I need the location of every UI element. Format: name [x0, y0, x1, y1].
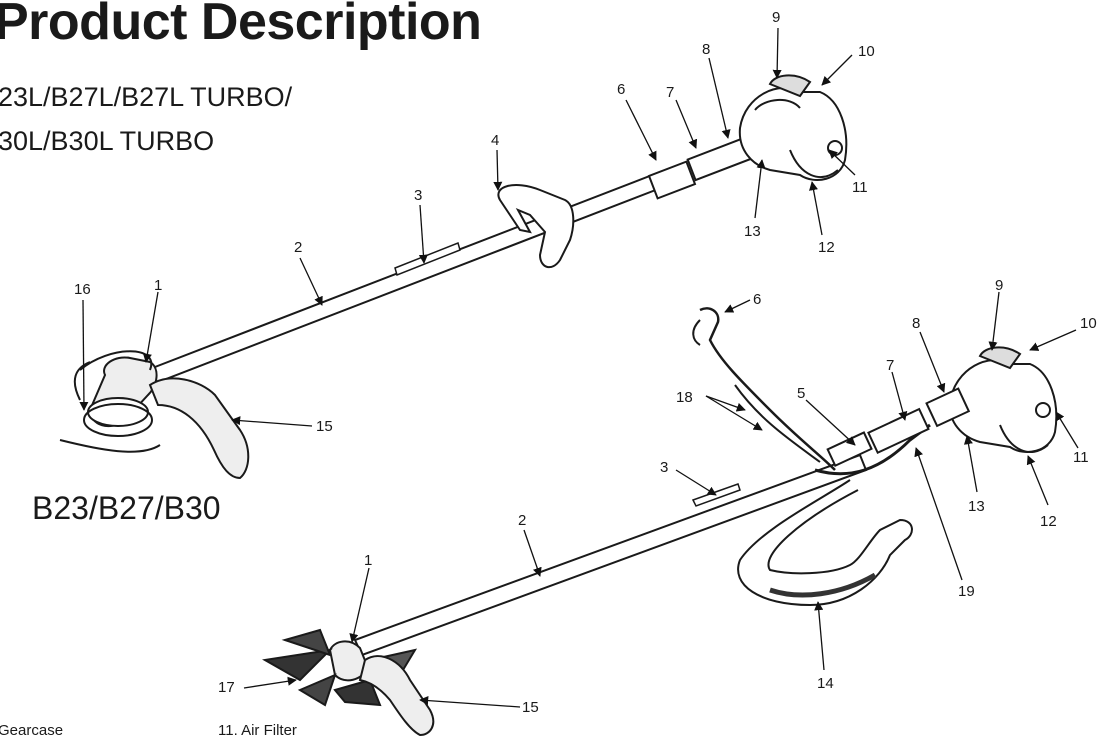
- callout-upper-3: 3: [414, 187, 422, 204]
- callout-upper-11: 11: [852, 179, 868, 196]
- callout-lower-13: 13: [968, 498, 985, 515]
- callout-lower-10: 10: [1080, 315, 1097, 332]
- callout-upper-6: 6: [617, 81, 625, 98]
- lower-model-label: B23/B27/B30: [32, 490, 221, 526]
- model-line-1: 23L/B27L/B27L TURBO/: [0, 82, 293, 112]
- callout-lower-8: 8: [912, 315, 920, 332]
- callout-lower-15: 15: [522, 699, 539, 716]
- callout-lower-7: 7: [886, 357, 894, 374]
- callout-upper-9: 9: [772, 9, 780, 26]
- page-title: Product Description: [0, 0, 482, 51]
- callout-upper-1: 1: [154, 277, 162, 294]
- callout-upper-2: 2: [294, 239, 302, 256]
- callouts-lower: 1 2 3 5 6 7 8 9 10 11 12 13 14 15 17 18 …: [218, 277, 1097, 716]
- callout-lower-19: 19: [958, 583, 975, 600]
- upper-trimmer-illustration: [59, 74, 848, 480]
- callout-lower-9: 9: [995, 277, 1003, 294]
- lower-harness: [737, 479, 913, 607]
- upper-clamp: [647, 160, 697, 200]
- upper-shaft: [140, 170, 668, 388]
- upper-shield: [148, 377, 250, 480]
- callouts-upper: 1 2 3 4 6 7 8 9 10 11 12 13 15 16: [74, 9, 875, 435]
- callout-upper-15: 15: [316, 418, 333, 435]
- callout-lower-6: 6: [753, 291, 761, 308]
- callout-lower-5: 5: [797, 385, 805, 402]
- upper-loop-handle: [497, 184, 575, 269]
- callout-upper-13: 13: [744, 223, 761, 240]
- callout-upper-8: 8: [702, 41, 710, 58]
- callout-leaders: [79, 27, 1079, 708]
- callout-lower-12: 12: [1040, 513, 1057, 530]
- callout-upper-12: 12: [818, 239, 835, 256]
- callout-lower-11: 11: [1073, 449, 1089, 466]
- callout-lower-2: 2: [518, 512, 526, 529]
- lower-shaft: [353, 453, 868, 657]
- callout-upper-7: 7: [666, 84, 674, 101]
- lower-handlebar: [692, 307, 931, 476]
- legend-item-gearcase: Gearcase: [0, 722, 64, 739]
- callout-lower-18: 18: [676, 389, 693, 406]
- upper-engine: [738, 74, 848, 181]
- callout-lower-17: 17: [218, 679, 235, 696]
- lower-trimmer-illustration: [262, 307, 1058, 737]
- model-line-2: 30L/B30L TURBO: [0, 126, 215, 156]
- callout-upper-4: 4: [491, 132, 499, 149]
- upper-trimmer-head: [59, 350, 161, 453]
- callout-upper-10: 10: [858, 43, 875, 60]
- callout-lower-14: 14: [817, 675, 834, 692]
- callout-upper-16: 16: [74, 281, 91, 298]
- callout-lower-3: 3: [660, 459, 668, 476]
- lower-engine: [925, 346, 1058, 454]
- lower-shield: [358, 655, 435, 737]
- legend-item-air-filter: 11. Air Filter: [218, 722, 297, 739]
- callout-lower-1: 1: [364, 552, 372, 569]
